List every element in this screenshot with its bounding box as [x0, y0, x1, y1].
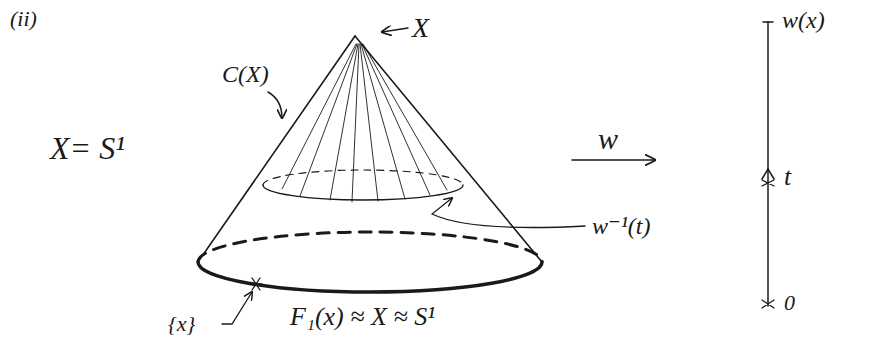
min-value: 0	[784, 292, 795, 314]
space-label: X= S¹	[50, 132, 125, 164]
tick	[762, 180, 774, 186]
ruling-lines	[282, 44, 447, 202]
level-set-back	[263, 170, 463, 185]
level-set-label: w⁻¹(t)	[592, 214, 651, 238]
map-label: w	[598, 124, 618, 154]
tick	[763, 21, 773, 23]
cone-label: C(X)	[222, 62, 269, 86]
cone-side	[355, 36, 542, 262]
base-label: F₁(x) ≈ X ≈ S¹	[290, 304, 435, 330]
leader-line	[222, 292, 252, 324]
part-number: (ii)	[10, 8, 37, 30]
leader-line	[432, 198, 585, 228]
max-value: w(x)	[782, 8, 825, 32]
interval-arrow	[762, 169, 774, 179]
level-value: t	[784, 164, 791, 190]
map-arrow	[572, 159, 655, 161]
point-label: {x}	[168, 313, 195, 335]
apex-label: X	[412, 14, 429, 42]
level-set-front	[263, 185, 463, 200]
cone-side	[198, 36, 355, 262]
pointer-arrow	[268, 92, 282, 118]
base-front	[198, 262, 542, 292]
base-back	[198, 232, 542, 262]
pointer-arrow	[382, 28, 408, 32]
interval-line	[767, 22, 769, 306]
point-mark	[250, 278, 262, 290]
tick	[762, 300, 774, 308]
